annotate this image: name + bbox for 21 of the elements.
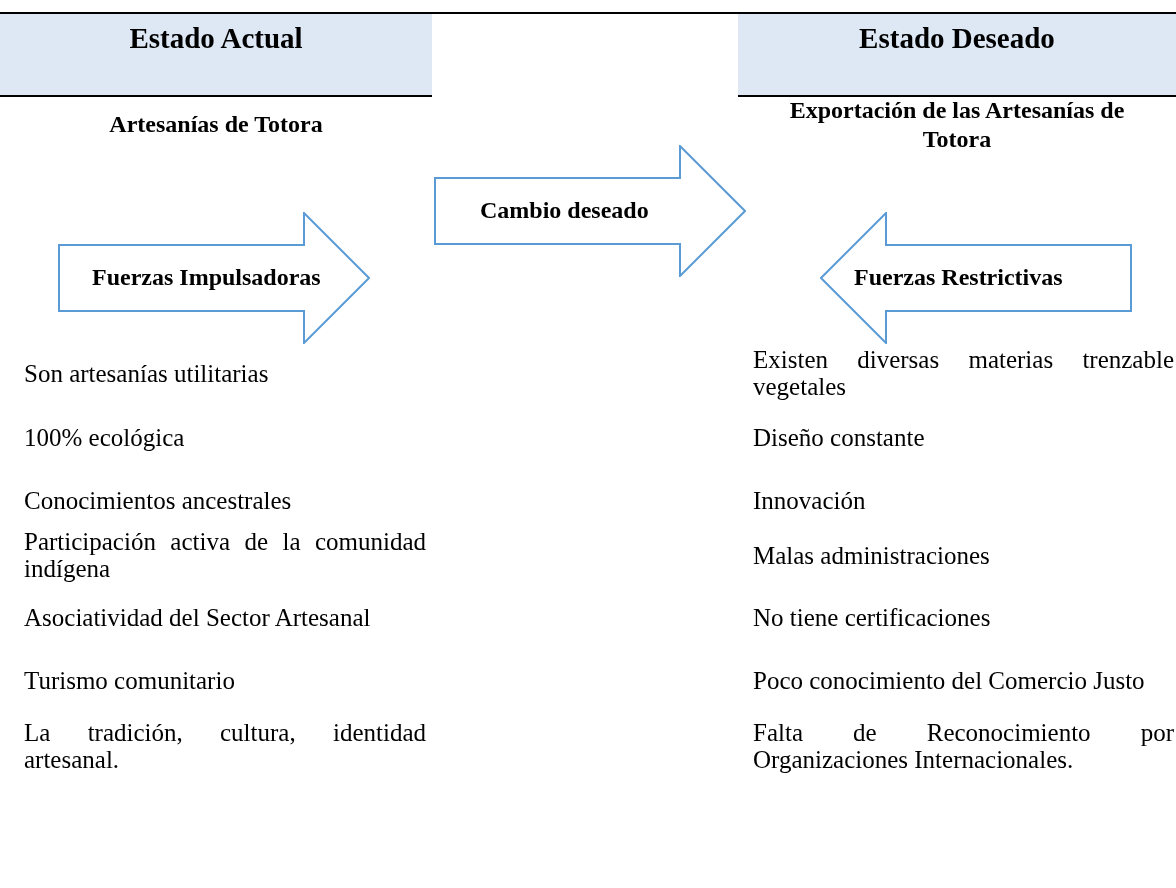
driving-factor: 100% ecológica (24, 424, 186, 451)
driving-factor: Son artesanías utilitarias (24, 359, 270, 387)
column-subtitle: Exportación de las Artesanías de Totora (788, 96, 1126, 154)
restraining-factor: Innovación (753, 487, 867, 514)
restraining-factor: Malas administraciones (753, 541, 991, 569)
restraining-factor: Diseño constante (753, 424, 926, 451)
restraining-factor: Poco conocimiento del Comercio Justo (753, 667, 1146, 694)
restraining-factor: Falta de Reconocimiento por Organizaciones Internacionales. (753, 719, 1174, 773)
driving-factor: Asociatividad del Sector Artesanal (24, 604, 372, 631)
arrow-label: Fuerzas Restrictivas (854, 264, 1063, 291)
driving-factor: Participación activa de la comunidad indígena (24, 528, 426, 582)
driving-factor: Conocimientos ancestrales (24, 487, 293, 514)
arrow-label: Fuerzas Impulsadoras (92, 264, 321, 291)
restraining-factor: No tiene certificaciones (753, 604, 992, 631)
driving-factor: Turismo comunitario (24, 667, 236, 694)
driving-factor: La tradición, cultura, identidad artesanal. (24, 719, 426, 773)
arrow-label: Cambio deseado (480, 197, 649, 224)
header-cell: Estado Deseado (738, 14, 1176, 97)
column-subtitle: Artesanías de Totora (108, 110, 324, 139)
restraining-factor: Existen diversas materias trenzable vegetales (753, 346, 1174, 400)
header-cell: Estado Actual (0, 14, 432, 97)
